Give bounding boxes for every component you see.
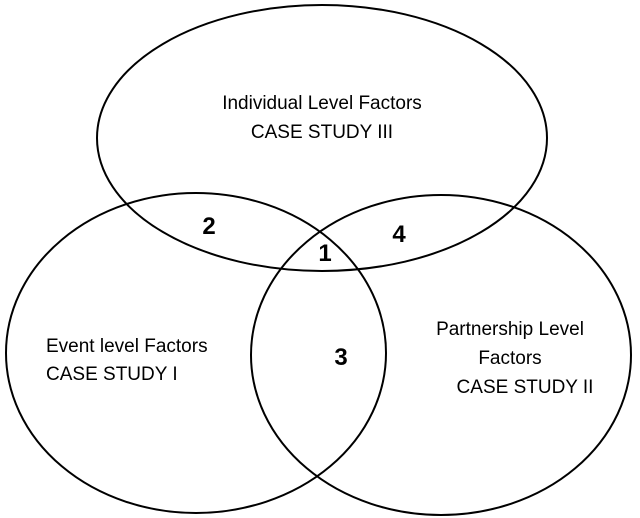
- partnership-level-circle: [250, 194, 632, 516]
- region-number-4: 4: [392, 221, 406, 248]
- partnership-factors-label: Factors: [478, 348, 541, 369]
- event-level-label: Event level Factors: [46, 336, 208, 357]
- individual-level-label: Individual Level Factors: [222, 93, 422, 114]
- partnership-case-study-label: CASE STUDY II: [457, 377, 594, 398]
- individual-level-circle: [96, 4, 548, 272]
- event-case-study-label: CASE STUDY I: [46, 364, 178, 385]
- event-level-circle: [5, 192, 387, 514]
- region-number-1: 1: [318, 240, 331, 267]
- region-number-3: 3: [334, 344, 347, 371]
- individual-case-study-label: CASE STUDY III: [251, 122, 393, 143]
- partnership-level-label: Partnership Level: [436, 319, 584, 340]
- region-number-2: 2: [202, 213, 215, 240]
